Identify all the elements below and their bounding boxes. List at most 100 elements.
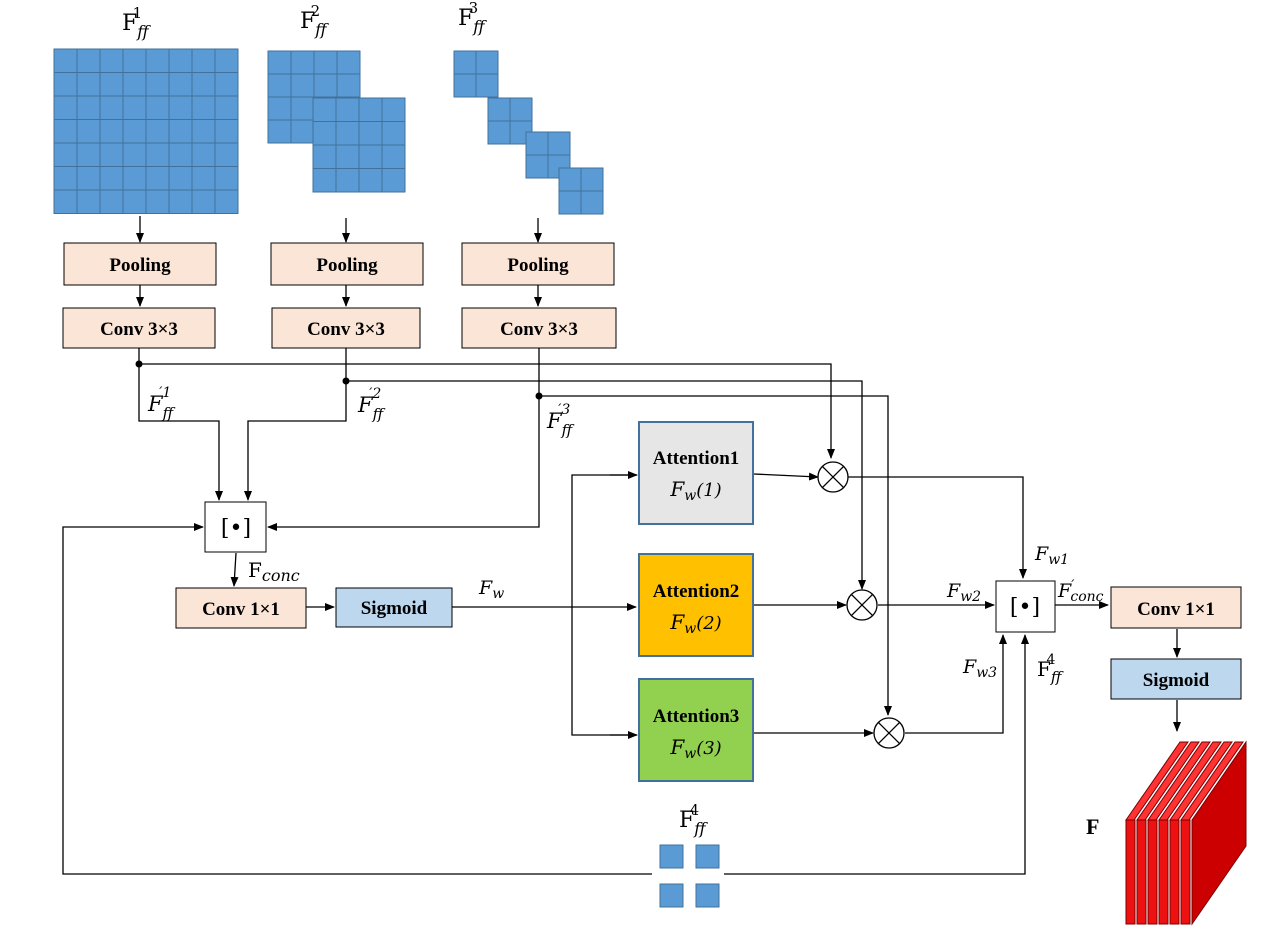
attention1-formula: Fw(1) xyxy=(669,477,721,504)
multiply-node-3 xyxy=(873,717,905,749)
conv1x1-box-right: Conv 1×1 xyxy=(1110,586,1242,629)
grid-cell xyxy=(191,119,216,144)
grid-cell xyxy=(53,189,78,214)
grid-cell xyxy=(168,166,193,191)
grid-cell xyxy=(53,48,78,73)
grid-cell xyxy=(168,142,193,167)
grid-cell xyxy=(453,50,477,75)
conv3x3-box-1: Conv 3×3 xyxy=(62,307,216,349)
grid-cell xyxy=(214,189,239,214)
conv1x1-left-label: Conv 1×1 xyxy=(202,599,280,620)
sigmoid-box-right: Sigmoid xyxy=(1110,658,1242,700)
grid-cell xyxy=(99,119,124,144)
grid-cell xyxy=(336,73,361,98)
grid-cell xyxy=(168,72,193,97)
attention-box-1: Attention1 Fw(1) xyxy=(638,421,754,525)
grid-cell xyxy=(191,48,216,73)
grid-cell xyxy=(214,142,239,167)
grid-cell xyxy=(122,72,147,97)
grid-cell xyxy=(191,95,216,120)
grid-cell xyxy=(290,96,315,121)
grid-cell xyxy=(381,168,406,193)
grid-cell xyxy=(168,119,193,144)
grid-cell xyxy=(168,48,193,73)
sigmoid-box-left: Sigmoid xyxy=(335,587,453,628)
grid-cell xyxy=(145,119,170,144)
conv1x1-box-left: Conv 1×1 xyxy=(175,587,307,629)
grid-cell xyxy=(475,73,499,98)
grid-cell xyxy=(99,72,124,97)
grid-cell xyxy=(122,189,147,214)
grid-cell xyxy=(509,97,533,122)
grid-cell xyxy=(145,48,170,73)
grid-cell xyxy=(335,168,360,193)
grid-cell xyxy=(191,189,216,214)
grid-cell xyxy=(290,119,315,144)
pooling-box-2: Pooling xyxy=(270,242,424,286)
label-f-w1: Fw1 xyxy=(1034,543,1069,568)
grid-cell xyxy=(122,119,147,144)
grid-cell xyxy=(122,95,147,120)
grid-cell xyxy=(487,97,511,122)
grid-cell xyxy=(312,97,337,122)
grid-cell xyxy=(358,97,383,122)
grid-cell xyxy=(695,883,720,908)
grid-cell xyxy=(99,166,124,191)
grid-cell xyxy=(475,50,499,75)
feature-map-grid-2 xyxy=(267,50,406,193)
grid-cell xyxy=(99,48,124,73)
grid-cell xyxy=(580,167,604,192)
grid-cell xyxy=(525,131,549,156)
grid-cell xyxy=(99,189,124,214)
grid-cell xyxy=(358,144,383,169)
feature-map-label-3: Fff3 xyxy=(458,0,487,36)
grid-cell xyxy=(53,142,78,167)
output-slice-side xyxy=(1191,740,1247,926)
grid-cell xyxy=(290,50,315,75)
grid-cell xyxy=(76,72,101,97)
attention2-title: Attention2 xyxy=(653,581,740,602)
grid-cell xyxy=(145,72,170,97)
grid-cell xyxy=(53,166,78,191)
pooling-box-1: Pooling xyxy=(63,242,217,286)
conv3x3-box-3: Conv 3×3 xyxy=(461,307,617,349)
grid-cell xyxy=(214,119,239,144)
pooling-box-3: Pooling xyxy=(461,242,615,286)
sigmoid-right-label: Sigmoid xyxy=(1143,670,1210,691)
grid-cell xyxy=(267,73,292,98)
grid-cell xyxy=(53,72,78,97)
pooling-label-3: Pooling xyxy=(507,255,569,276)
grid-cell xyxy=(214,72,239,97)
grid-cell xyxy=(168,189,193,214)
label-f-w: Fw xyxy=(478,577,504,602)
grid-cell xyxy=(145,189,170,214)
grid-cell xyxy=(76,119,101,144)
grid-cell xyxy=(214,166,239,191)
grid-cell xyxy=(558,190,582,215)
feature-map-label-2: Fff2 xyxy=(300,2,329,39)
grid-cell xyxy=(381,97,406,122)
grid-to-pooling-arrows xyxy=(136,216,542,307)
branch-dots xyxy=(135,360,543,400)
label-f-w2: Fw2 xyxy=(946,580,981,605)
concat-box-left: [•] xyxy=(204,501,267,553)
grid-cell xyxy=(191,72,216,97)
feature-map-label-4-bottom: Fff4 xyxy=(679,801,708,838)
grid-cell xyxy=(290,73,315,98)
grid-cell xyxy=(122,48,147,73)
grid-cell xyxy=(99,142,124,167)
grid-cell xyxy=(53,95,78,120)
output-feature-stack xyxy=(1125,740,1247,926)
sigmoid-left-label: Sigmoid xyxy=(361,598,428,619)
grid-cell xyxy=(76,48,101,73)
label-f-w3: Fw3 xyxy=(962,656,997,681)
grid-cell xyxy=(547,131,571,156)
grid-cell xyxy=(312,144,337,169)
grid-cell xyxy=(267,50,292,75)
attention-box-2: Attention2 Fw(2) xyxy=(638,553,754,657)
feature-map-grid-4 xyxy=(659,844,720,908)
label-f-prime-3: Fff′3 xyxy=(546,402,575,439)
grid-cell xyxy=(312,121,337,146)
grid-cell xyxy=(191,142,216,167)
